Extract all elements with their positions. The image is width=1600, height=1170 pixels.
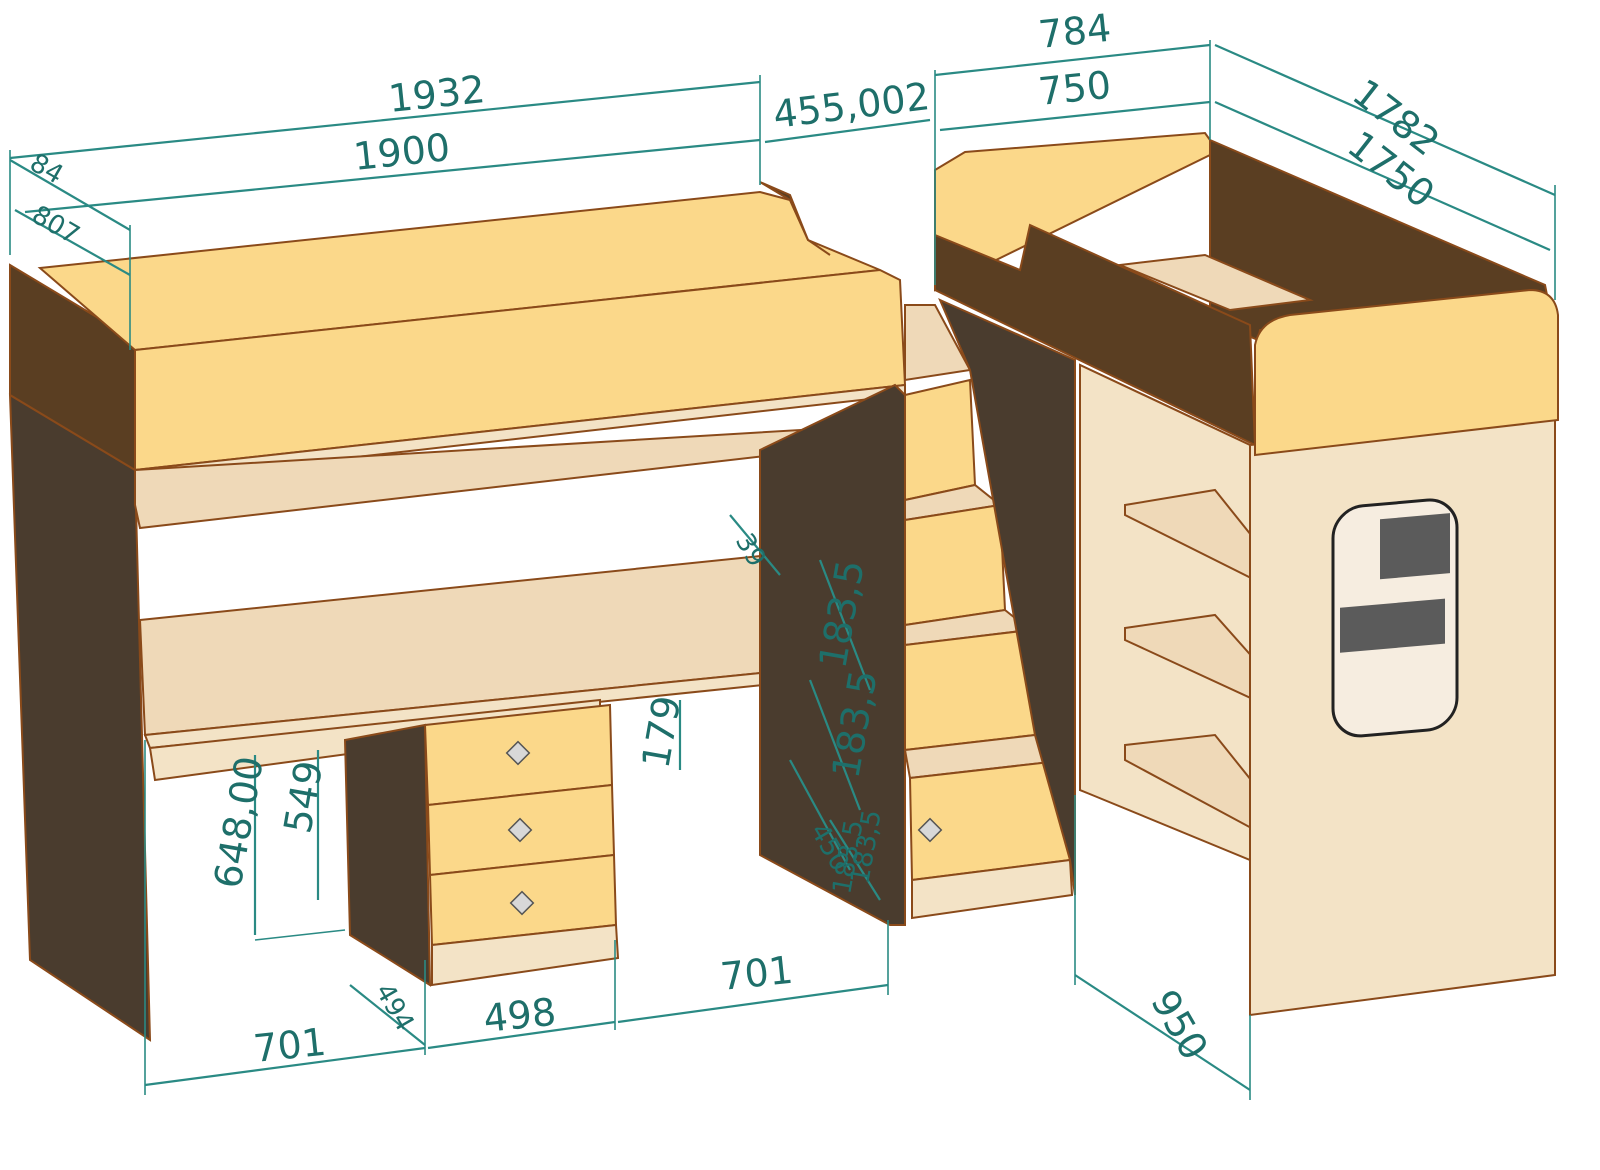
window-shadow-top	[1380, 513, 1450, 580]
front-guard-rail	[134, 268, 907, 472]
right-mattress-base	[1116, 253, 1314, 312]
left-bed-unit	[8, 181, 907, 1042]
dim-right-width-inner: 750	[1036, 63, 1113, 114]
left-side-panel	[8, 393, 152, 1042]
dim-top-length-inner: 1900	[351, 125, 452, 179]
pedestal-plinth	[431, 923, 620, 987]
upper-shelf	[134, 428, 801, 530]
dim-right-width-outer: 784	[1036, 6, 1113, 57]
stair-back-panel	[938, 298, 1076, 896]
dim-top-length-outer: 1932	[386, 67, 487, 121]
dim-left-depth-outer: 84	[25, 148, 69, 191]
desk-end-panel	[759, 383, 906, 926]
dim-wardrobe-depth: 950	[1142, 983, 1216, 1068]
dim-shelf-height: 549	[276, 757, 332, 836]
dim-under-desk-height: 648,00	[206, 753, 272, 892]
pedestal-side	[343, 723, 432, 987]
dimension-lines	[9, 40, 1556, 1100]
stair-riser-4	[908, 758, 1072, 882]
stair-riser-3	[904, 628, 1037, 752]
drawer-knob-3[interactable]	[509, 890, 535, 916]
foot-end-top	[1254, 288, 1559, 457]
dim-span-left: 701	[251, 1020, 328, 1071]
stair-knob[interactable]	[917, 817, 943, 843]
right-bed-unit	[934, 131, 1559, 1017]
stair-plinth	[911, 858, 1074, 920]
stair-riser-1	[904, 378, 977, 502]
window-shadow-bottom	[1340, 598, 1445, 653]
back-post	[759, 181, 831, 256]
dim-span-middle: 701	[718, 948, 795, 999]
stair-riser-2	[904, 503, 1007, 627]
drawer-knob-1[interactable]	[505, 740, 531, 766]
stair-unit	[903, 298, 1076, 920]
drawer-knob-2[interactable]	[507, 817, 533, 843]
right-front-rail	[934, 223, 1257, 447]
dim-gap: 455,002	[771, 74, 932, 137]
dim-pedestal-width: 498	[481, 990, 558, 1041]
